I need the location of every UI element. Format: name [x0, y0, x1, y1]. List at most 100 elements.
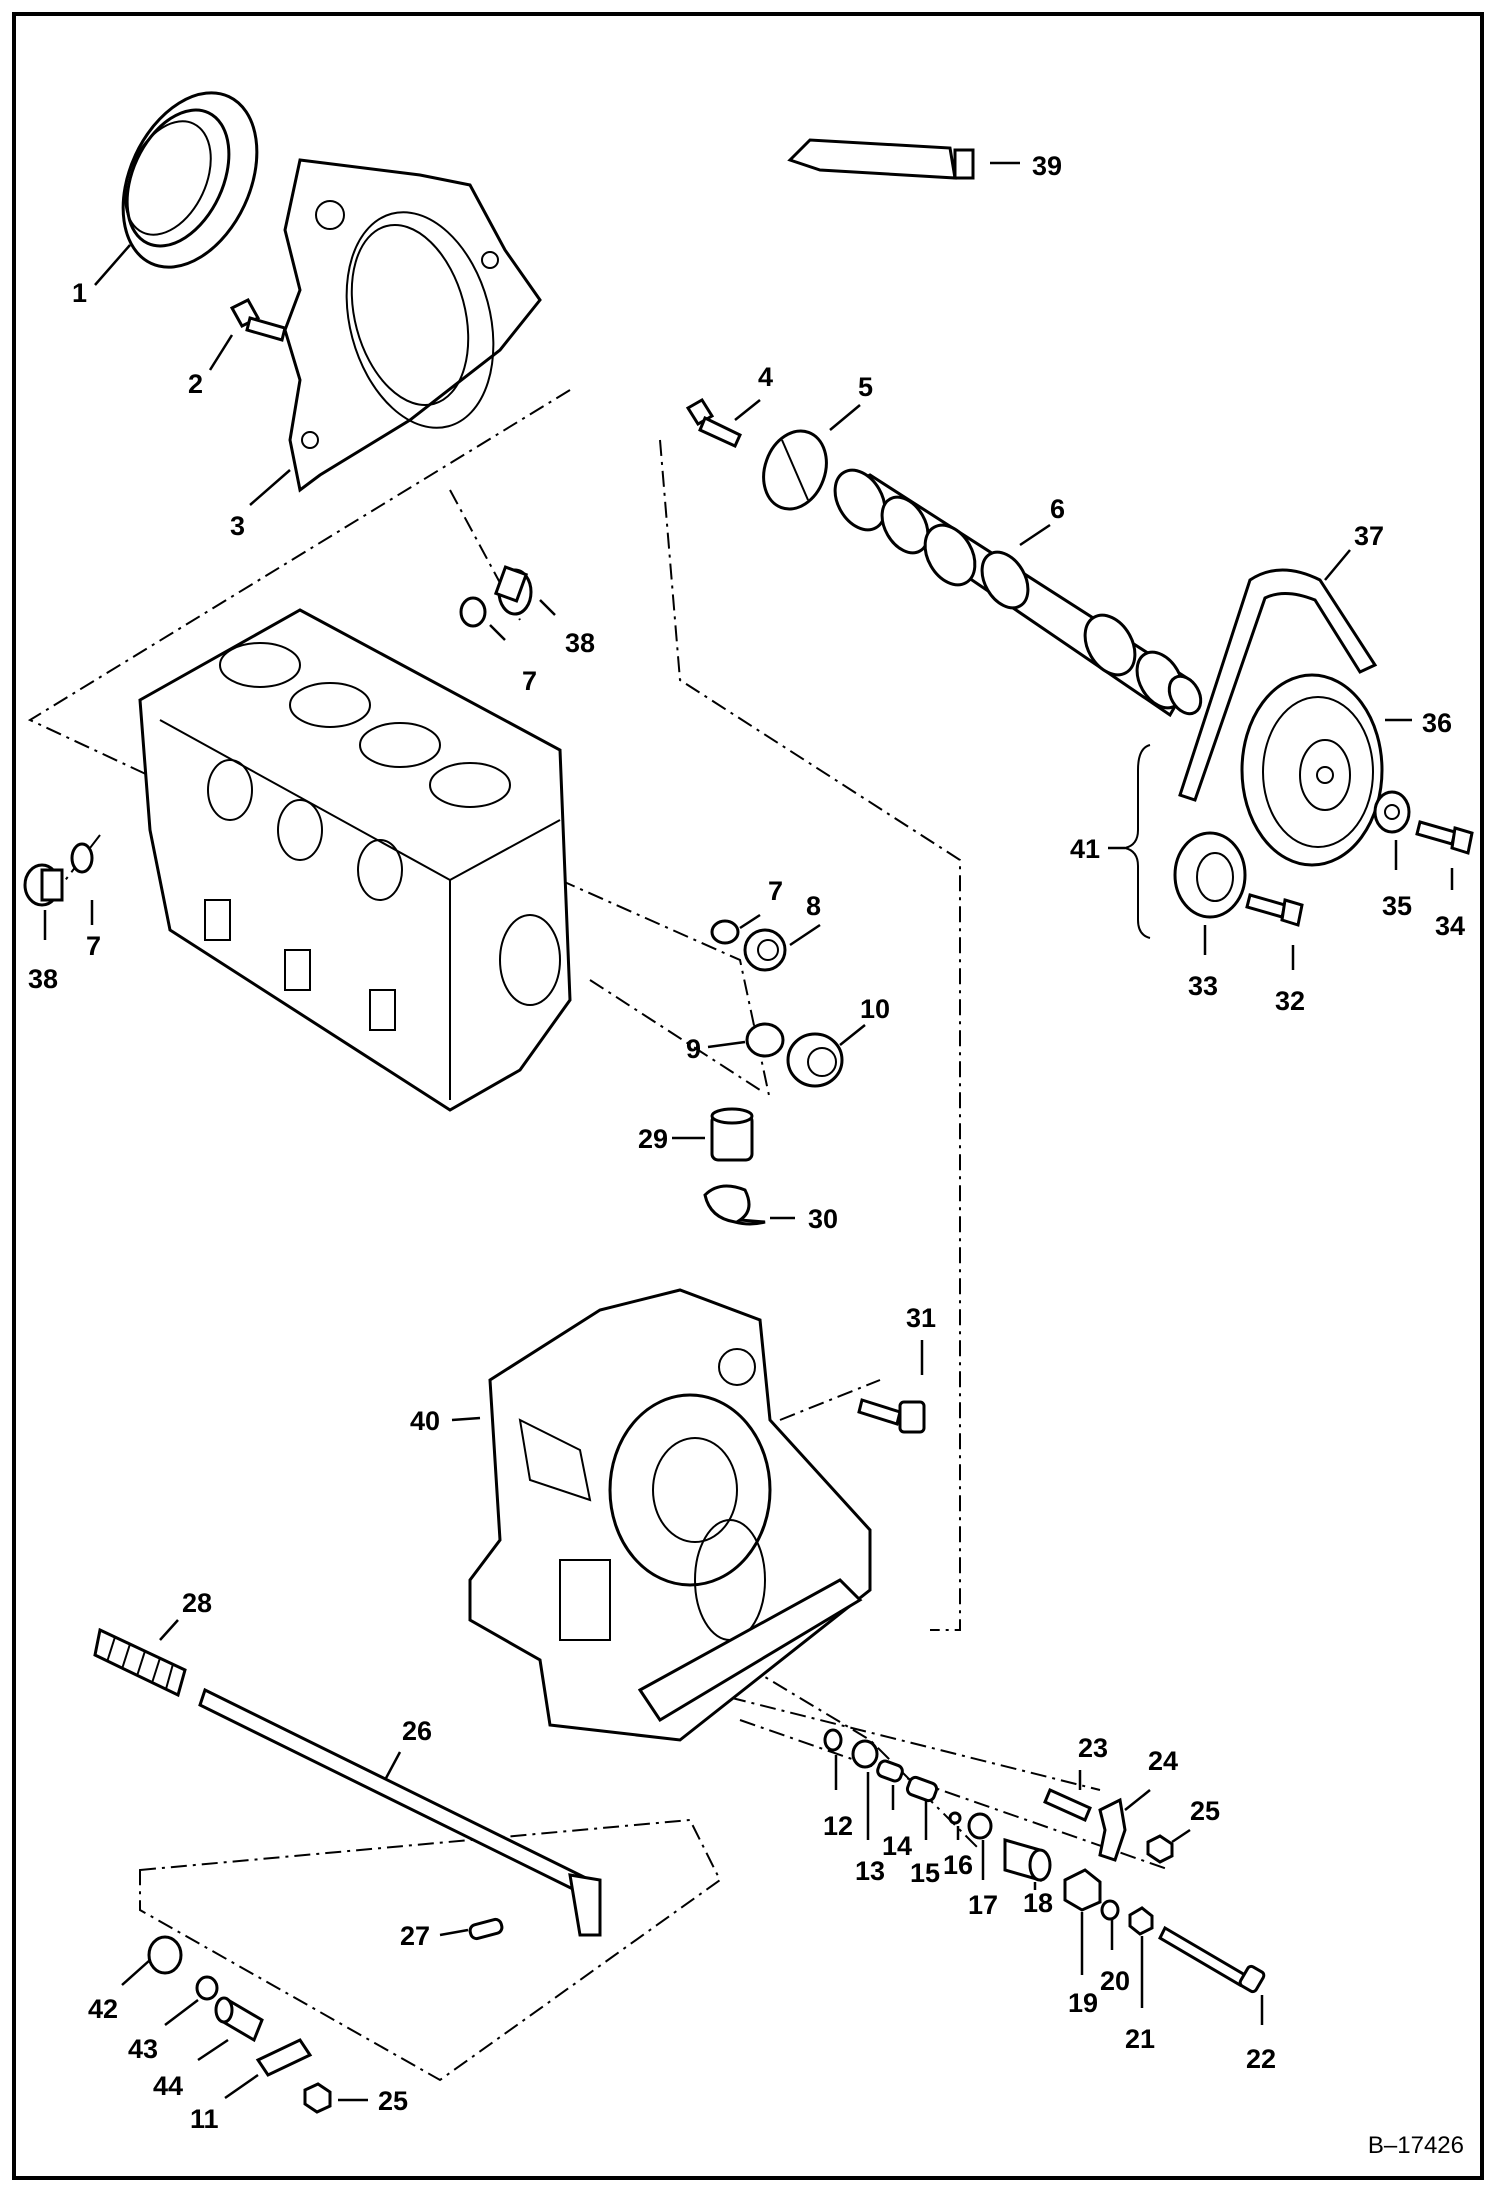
callout-43: 43 — [128, 1999, 199, 2064]
svg-text:32: 32 — [1275, 986, 1305, 1016]
bracket-24-part — [1098, 1797, 1127, 1862]
callout-24: 24 — [1124, 1746, 1178, 1811]
svg-text:26: 26 — [402, 1716, 432, 1746]
svg-text:24: 24 — [1148, 1746, 1178, 1776]
callout-8: 8 — [789, 891, 821, 947]
svg-text:37: 37 — [1354, 521, 1384, 551]
svg-text:9: 9 — [686, 1034, 701, 1064]
thrust-plate-part — [762, 429, 828, 511]
sealant-tube-part — [787, 138, 975, 180]
engine-block-part — [138, 608, 572, 1112]
nut-21-part — [1128, 1906, 1154, 1936]
callout-14: 14 — [882, 1785, 912, 1861]
figure-reference: B–17426 — [1367, 2132, 1464, 2159]
svg-text:25: 25 — [1190, 1796, 1220, 1826]
svg-text:16: 16 — [943, 1850, 973, 1880]
ring-17-part — [967, 1812, 993, 1840]
callout-19: 19 — [1068, 1912, 1098, 2018]
adjust-screw-18-part — [1003, 1838, 1052, 1882]
gear-case-part — [468, 1288, 872, 1742]
callout-29: 29 — [638, 1124, 705, 1154]
bracket-41 — [1124, 744, 1151, 939]
svg-text:5: 5 — [858, 372, 873, 402]
svg-text:21: 21 — [1125, 2024, 1155, 2054]
callout-23: 23 — [1078, 1733, 1108, 1790]
callout-38b: 38 — [28, 910, 58, 994]
svg-text:33: 33 — [1188, 971, 1218, 1001]
callout-33: 33 — [1188, 925, 1218, 1001]
callout-38a: 38 — [539, 599, 595, 658]
callout-27: 27 — [400, 1921, 469, 1951]
callout-40: 40 — [410, 1406, 481, 1436]
svg-text:20: 20 — [1100, 1966, 1130, 1996]
svg-text:8: 8 — [806, 891, 821, 921]
idler-bolt-part — [1245, 893, 1304, 927]
callout-7a: 7 — [489, 624, 537, 696]
svg-text:7: 7 — [768, 876, 783, 906]
large-plug-part — [786, 1032, 844, 1088]
svg-text:14: 14 — [882, 1831, 912, 1861]
svg-text:41: 41 — [1070, 834, 1100, 864]
rear-housing-plate-part — [283, 158, 542, 493]
callout-32: 32 — [1275, 945, 1305, 1016]
svg-text:11: 11 — [190, 2104, 219, 2134]
svg-text:15: 15 — [910, 1858, 940, 1888]
svg-text:27: 27 — [400, 1921, 430, 1951]
bolt-part — [229, 298, 287, 342]
callout-36: 36 — [1385, 708, 1452, 738]
gear-pulley-part — [1240, 673, 1384, 867]
callout-28: 28 — [159, 1588, 212, 1641]
callout-22: 22 — [1246, 1995, 1276, 2074]
svg-text:1: 1 — [72, 278, 87, 308]
svg-text:12: 12 — [823, 1811, 853, 1841]
callout-7c: 7 — [739, 876, 783, 930]
callout-13: 13 — [855, 1772, 885, 1886]
seal-washer-part — [745, 1022, 785, 1058]
callout-34: 34 — [1435, 868, 1465, 941]
callout-12: 12 — [823, 1755, 853, 1841]
svg-text:38: 38 — [565, 628, 595, 658]
callout-2: 2 — [188, 334, 234, 399]
svg-text:18: 18 — [1023, 1888, 1053, 1918]
assembly-lines — [27, 389, 1171, 2082]
cam-bolt-part — [685, 397, 742, 448]
plug-top-part — [493, 565, 533, 616]
svg-text:2: 2 — [188, 369, 203, 399]
control-rod-part — [198, 1687, 602, 1937]
callout-9: 9 — [686, 1034, 746, 1064]
svg-text:31: 31 — [906, 1303, 936, 1333]
callout-39: 39 — [990, 151, 1062, 181]
small-ring-part — [195, 1975, 219, 2001]
svg-text:43: 43 — [128, 2034, 158, 2064]
callout-16: 16 — [943, 1826, 973, 1880]
svg-text:7: 7 — [522, 666, 537, 696]
callout-20: 20 — [1100, 1920, 1130, 1996]
stud-23-part — [1043, 1787, 1092, 1823]
callout-41: 41 — [1070, 834, 1125, 864]
callouts: 1 2 3 4 5 6 7 7 7 8 9 10 11 12 13 14 15 … — [28, 151, 1465, 2134]
lock-nut-left-part — [303, 2082, 332, 2114]
callout-35: 35 — [1382, 840, 1412, 921]
idler-pulley-part — [1173, 831, 1247, 919]
nut-25-part — [1146, 1834, 1174, 1864]
svg-text:22: 22 — [1246, 2044, 1276, 2074]
svg-text:36: 36 — [1422, 708, 1452, 738]
svg-text:3: 3 — [230, 511, 245, 541]
callout-15: 15 — [910, 1800, 940, 1888]
collar-13-part — [851, 1739, 879, 1769]
cover-bolt-part — [857, 1398, 926, 1434]
callout-26: 26 — [383, 1716, 432, 1781]
o-ring-mid-part — [710, 919, 740, 945]
callout-3: 3 — [230, 469, 291, 541]
callout-30: 30 — [770, 1204, 838, 1234]
callout-5: 5 — [829, 372, 873, 431]
washer-20-part — [1100, 1899, 1120, 1921]
svg-text:39: 39 — [1032, 151, 1062, 181]
seal-ring-part — [121, 91, 259, 269]
clip-part — [703, 1184, 766, 1226]
svg-text:4: 4 — [758, 362, 773, 392]
svg-text:29: 29 — [638, 1124, 668, 1154]
spring-cap-part — [147, 1935, 183, 1975]
svg-text:30: 30 — [808, 1204, 838, 1234]
